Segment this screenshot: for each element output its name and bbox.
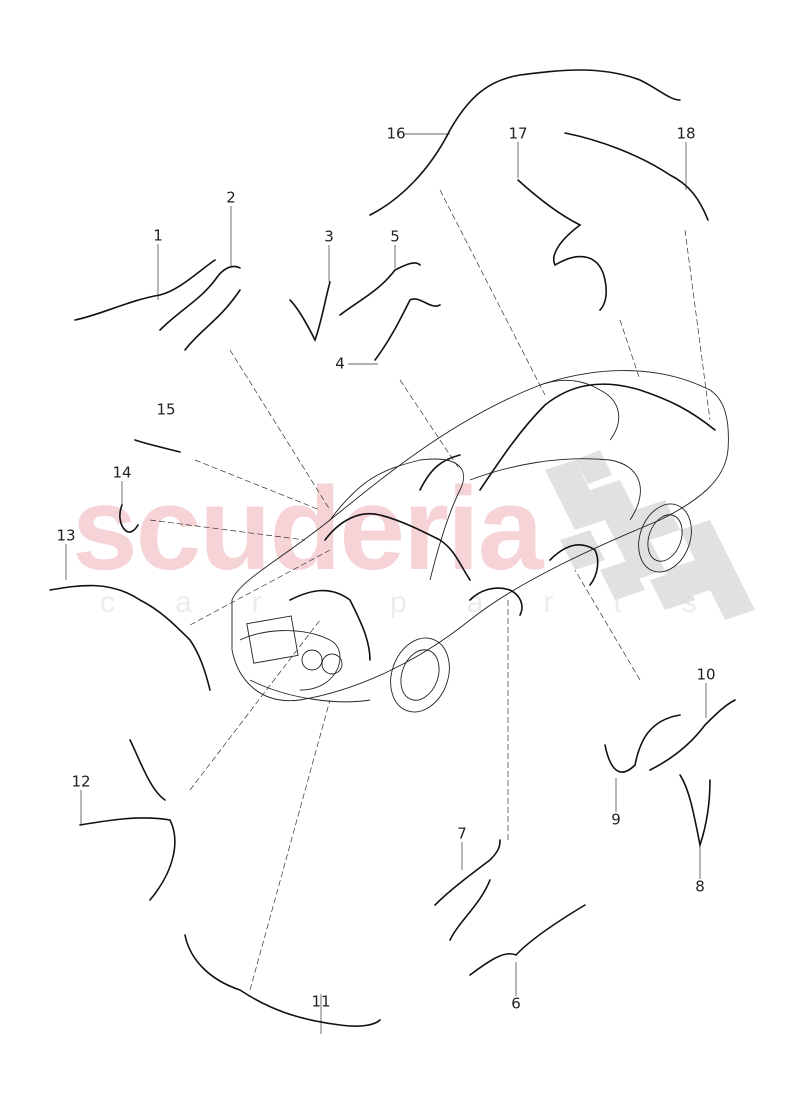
callout-11: 11 bbox=[311, 992, 331, 1011]
callout-14: 14 bbox=[112, 463, 132, 482]
harness-18 bbox=[564, 132, 709, 221]
callout-10: 10 bbox=[696, 665, 716, 684]
harness-9 bbox=[604, 714, 681, 773]
harness-oncar-door-front bbox=[469, 587, 523, 616]
harness-7 bbox=[434, 839, 501, 941]
harness-4 bbox=[374, 298, 441, 361]
wiring-harnesses bbox=[49, 69, 736, 1027]
callout-12: 12 bbox=[71, 772, 91, 791]
callout-8: 8 bbox=[695, 877, 705, 896]
callout-7: 7 bbox=[457, 824, 467, 843]
callout-6: 6 bbox=[511, 994, 521, 1013]
harness-11 bbox=[184, 934, 381, 1027]
harness-15 bbox=[134, 439, 181, 453]
harness-16 bbox=[369, 69, 681, 216]
callout-16: 16 bbox=[386, 124, 406, 143]
leader-lines bbox=[65, 133, 711, 1034]
harness-8 bbox=[679, 774, 711, 849]
callout-15: 15 bbox=[156, 400, 176, 419]
harness-5 bbox=[339, 262, 421, 316]
harness-oncar-roof bbox=[479, 383, 716, 491]
harness-10 bbox=[649, 699, 736, 771]
callout-17: 17 bbox=[508, 124, 528, 143]
harness-12 bbox=[79, 739, 176, 901]
callout-13: 13 bbox=[56, 526, 76, 545]
harness-17 bbox=[517, 179, 607, 311]
car-outline bbox=[231, 370, 729, 713]
callout-3: 3 bbox=[324, 227, 334, 246]
harness-2 bbox=[159, 265, 241, 351]
harness-13 bbox=[49, 584, 211, 691]
callout-4: 4 bbox=[335, 354, 345, 373]
harness-3 bbox=[289, 281, 331, 343]
harness-1 bbox=[74, 259, 216, 321]
harness-oncar-cowl bbox=[419, 454, 461, 491]
harness-6 bbox=[469, 904, 586, 976]
callout-2: 2 bbox=[226, 188, 236, 207]
harness-oncar-door-rear bbox=[549, 544, 599, 586]
harness-14 bbox=[119, 504, 139, 533]
harness-oncar-dash bbox=[324, 513, 471, 581]
callout-18: 18 bbox=[676, 124, 696, 143]
callout-1: 1 bbox=[153, 226, 163, 245]
checkered-flag-watermark bbox=[545, 450, 755, 620]
harness-oncar-engine bbox=[289, 589, 371, 661]
callout-5: 5 bbox=[390, 227, 400, 246]
callout-9: 9 bbox=[611, 810, 621, 829]
